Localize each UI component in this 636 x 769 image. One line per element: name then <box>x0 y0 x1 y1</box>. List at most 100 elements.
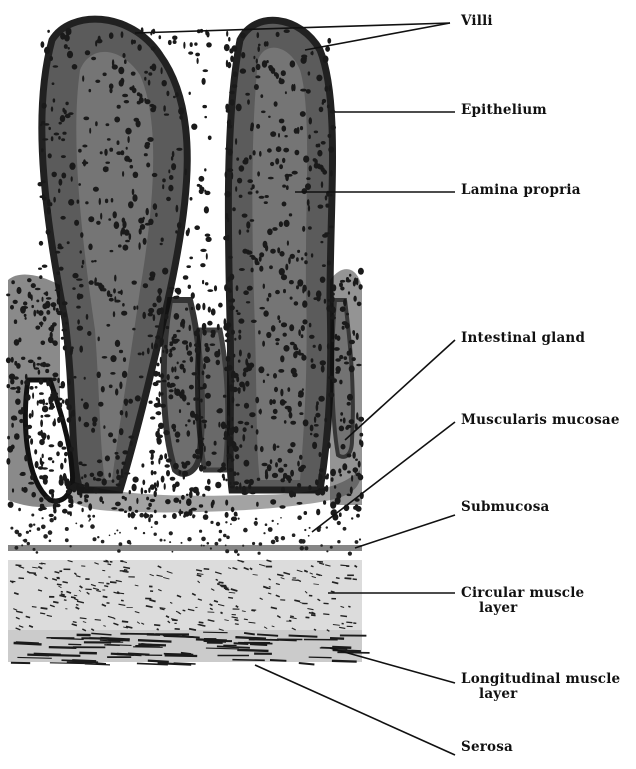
nucleus-dot <box>65 399 69 406</box>
nucleus-dot <box>275 158 279 164</box>
nucleus-dot <box>239 350 242 357</box>
nucleus-dot <box>120 410 124 415</box>
nucleus-dot <box>238 421 244 424</box>
longitudinal-fiber <box>234 643 249 644</box>
nucleus-dot <box>287 449 293 454</box>
nucleus-dot <box>297 127 300 134</box>
nucleus-dot <box>124 472 130 474</box>
nucleus-dot <box>230 482 232 485</box>
nucleus-dot <box>281 487 285 493</box>
submucosa-cell <box>37 527 41 531</box>
nucleus-dot <box>179 470 182 475</box>
nucleus-dot <box>60 115 65 122</box>
nucleus-dot <box>286 475 292 480</box>
nucleus-dot <box>284 135 287 137</box>
submucosa-cell <box>326 526 328 528</box>
nucleus-dot <box>122 462 126 465</box>
nucleus-dot <box>133 477 139 483</box>
submucosa-cell <box>237 553 240 556</box>
circular-fiber <box>98 583 104 584</box>
nucleus-dot <box>183 368 186 373</box>
nucleus-dot <box>190 42 193 47</box>
nucleus-dot <box>65 114 71 118</box>
nucleus-dot <box>225 191 231 197</box>
nucleus-dot <box>152 173 158 177</box>
nucleus-dot <box>187 351 192 356</box>
nucleus-dot <box>155 213 158 217</box>
nucleus-dot <box>161 476 165 483</box>
nucleus-dot <box>166 197 171 201</box>
nucleus-dot <box>202 443 205 446</box>
nucleus-dot <box>199 176 205 182</box>
nucleus-dot <box>72 64 78 70</box>
circular-fiber <box>53 602 58 603</box>
nucleus-dot <box>284 220 290 227</box>
nucleus-dot <box>206 358 211 362</box>
nucleus-dot <box>279 251 284 257</box>
submucosa-cell <box>88 520 90 522</box>
nucleus-dot <box>102 478 107 485</box>
nucleus-dot <box>137 92 141 96</box>
nucleus-dot <box>55 251 60 254</box>
nucleus-dot <box>24 314 27 317</box>
nucleus-dot <box>135 510 138 513</box>
nucleus-dot <box>81 476 83 479</box>
nucleus-dot <box>95 121 98 126</box>
nucleus-dot <box>211 308 216 315</box>
nucleus-dot <box>83 117 89 121</box>
nucleus-dot <box>140 224 145 230</box>
nucleus-dot <box>328 134 332 138</box>
longitudinal-fiber <box>72 660 96 661</box>
nucleus-dot <box>70 348 73 353</box>
nucleus-dot <box>170 477 176 481</box>
nucleus-dot <box>275 338 280 341</box>
nucleus-dot <box>270 499 276 505</box>
submucosa-cell <box>88 515 91 518</box>
nucleus-dot <box>335 358 341 362</box>
nucleus-dot <box>114 117 120 123</box>
nucleus-dot <box>320 360 326 365</box>
nucleus-dot <box>279 320 281 323</box>
nucleus-dot <box>224 431 227 439</box>
nucleus-dot <box>171 347 176 351</box>
nucleus-dot <box>310 433 312 436</box>
submucosa-cell <box>93 537 97 541</box>
nucleus-dot <box>239 165 245 171</box>
nucleus-dot <box>236 404 240 407</box>
nucleus-dot <box>308 226 312 230</box>
nucleus-dot <box>45 403 48 405</box>
nucleus-dot <box>136 120 141 127</box>
nucleus-dot <box>233 71 238 77</box>
nucleus-dot <box>349 340 355 345</box>
nucleus-dot <box>40 430 43 437</box>
longitudinal-fiber <box>89 638 114 639</box>
nucleus-dot <box>151 342 153 349</box>
nucleus-dot <box>274 101 278 107</box>
nucleus-dot <box>229 305 235 310</box>
nucleus-dot <box>317 150 322 157</box>
circular-fiber <box>219 582 224 583</box>
nucleus-dot <box>196 398 200 401</box>
nucleus-dot <box>125 128 131 135</box>
nucleus-dot <box>42 297 44 302</box>
nucleus-dot <box>12 488 14 492</box>
nucleus-dot <box>183 42 185 49</box>
nucleus-dot <box>179 409 181 413</box>
nucleus-dot <box>321 365 325 372</box>
nucleus-dot <box>42 265 48 268</box>
nucleus-dot <box>145 223 151 226</box>
circular-fiber <box>235 624 239 625</box>
submucosa-cell <box>154 533 157 536</box>
nucleus-dot <box>53 98 56 102</box>
muscularis-mucosae-label: Muscularis mucosae <box>461 413 620 428</box>
nucleus-dot <box>273 373 277 379</box>
nucleus-dot <box>231 380 234 383</box>
circular-fiber <box>199 622 204 623</box>
nucleus-dot <box>349 365 355 372</box>
nucleus-dot <box>48 153 52 158</box>
nucleus-dot <box>132 194 137 201</box>
nucleus-dot <box>317 166 321 168</box>
nucleus-dot <box>51 302 57 307</box>
nucleus-dot <box>44 414 50 417</box>
nucleus-dot <box>155 335 160 339</box>
